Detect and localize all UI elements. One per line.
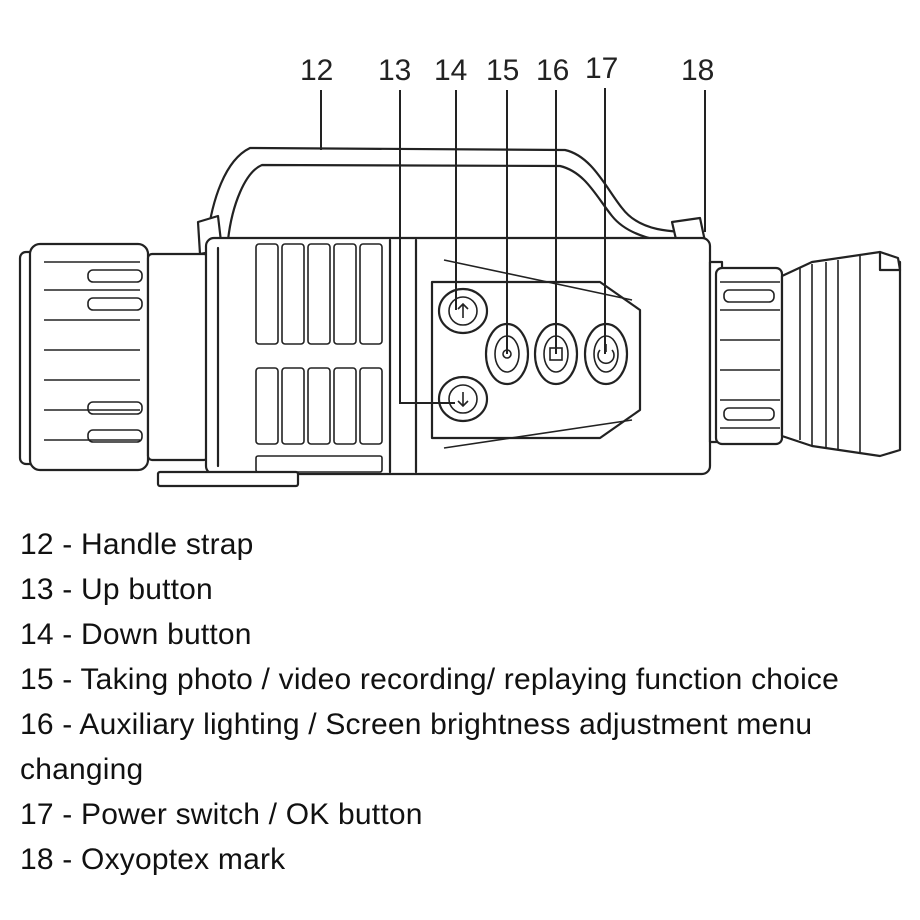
leader-lines: [320, 88, 706, 404]
callout-13: 13: [378, 54, 411, 87]
legend-item-14: 14 - Down button: [20, 618, 252, 651]
callout-16: 16: [536, 54, 569, 87]
callout-14: 14: [434, 54, 467, 87]
legend-item-17: 17 - Power switch / OK button: [20, 798, 423, 831]
callout-15: 15: [486, 54, 519, 87]
legend: 12 - Handle strap 13 - Up button 14 - Do…: [20, 522, 904, 882]
up-button[interactable]: [437, 287, 489, 335]
eyepiece-focus-ring: [708, 260, 784, 446]
callout-18: 18: [681, 54, 714, 87]
legend-item-16: 16 - Auxiliary lighting / Screen brightn…: [20, 708, 813, 786]
grip-ribs: [255, 243, 383, 473]
callout-12: 12: [300, 54, 333, 87]
lens-focus-ring: [18, 242, 210, 472]
down-button[interactable]: [437, 375, 489, 423]
legend-item-12: 12 - Handle strap: [20, 528, 254, 561]
device-diagram: 12 13 14 15 16 17 18: [18, 52, 902, 488]
legend-item-18: 18 - Oxyoptex mark: [20, 843, 286, 876]
legend-item-13: 13 - Up button: [20, 573, 213, 606]
eyecup: [780, 250, 902, 458]
callout-17: 17: [585, 52, 618, 85]
legend-item-15: 15 - Taking photo / video recording/ rep…: [20, 663, 840, 696]
